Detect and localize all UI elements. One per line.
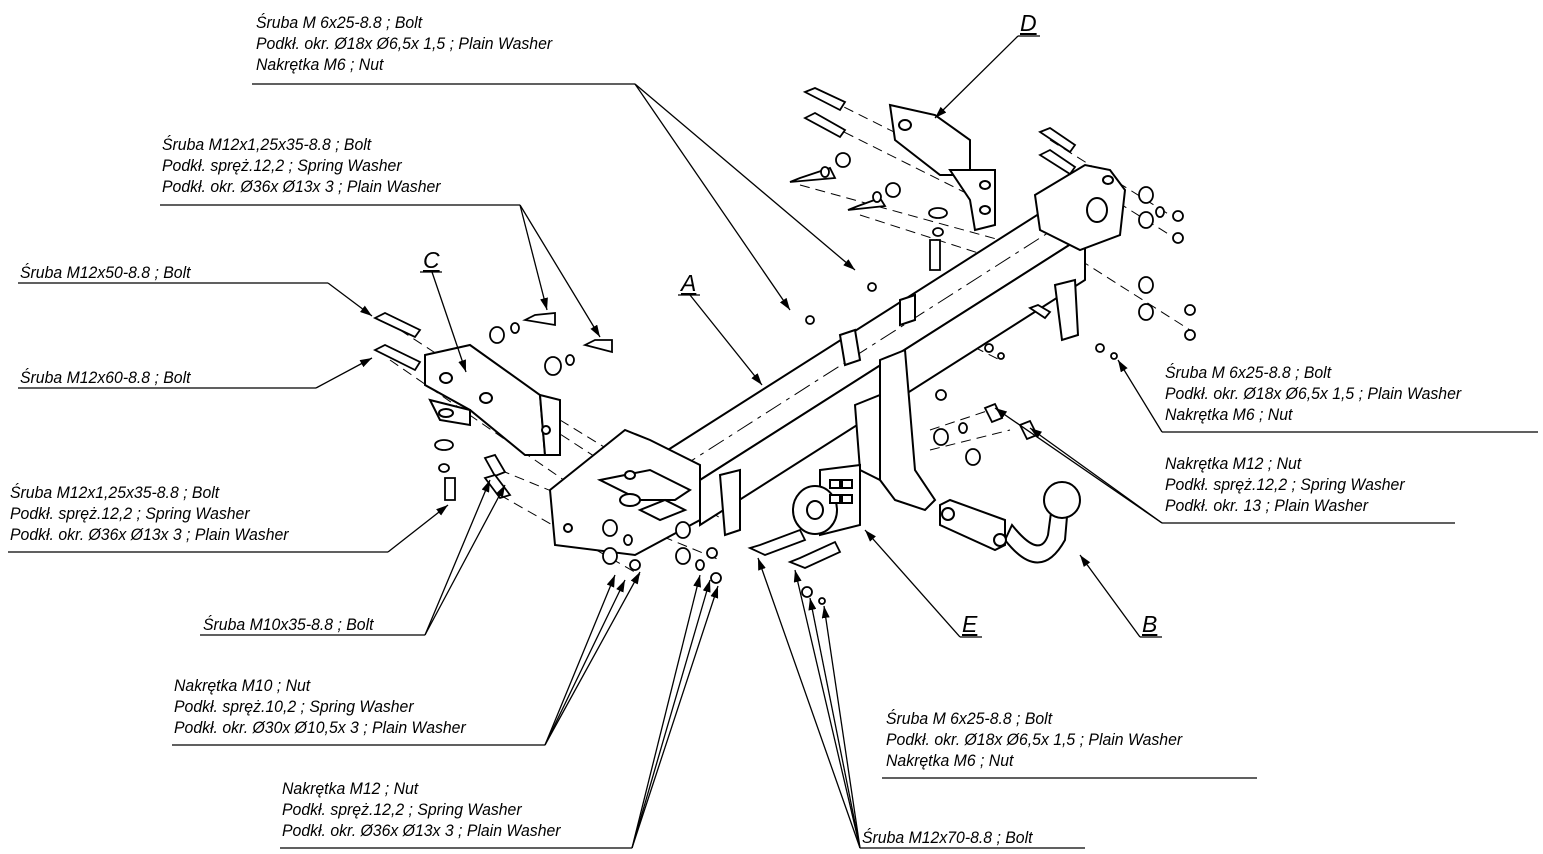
- label-line: Śruba M 6x25-8.8 ; Bolt: [1165, 363, 1332, 382]
- label-bolt-m12x50: Śruba M12x50-8.8 ; Bolt: [20, 262, 190, 283]
- label-line: Śruba M12x60-8.8 ; Bolt: [20, 368, 191, 387]
- label-line: Podkł. spręż.12,2 ; Spring Washer: [1165, 475, 1405, 494]
- label-line: Podkł. okr. Ø18x Ø6,5x 1,5 ; Plain Washe…: [886, 730, 1183, 749]
- part-letter-d: D: [1020, 10, 1037, 36]
- left-end-plate: [548, 428, 741, 557]
- label-line: Nakrętka M12 ; Nut: [1165, 454, 1302, 473]
- label-line: Podkł. okr. Ø18x Ø6,5x 1,5 ; Plain Washe…: [256, 34, 553, 53]
- part-letter-a: A: [681, 270, 697, 296]
- left-bracket-c: [424, 343, 561, 456]
- label-line: Podkł. spręż.12,2 ; Spring Washer: [10, 504, 250, 523]
- label-line: Nakrętka M6 ; Nut: [886, 751, 1014, 770]
- label-nut-m12-bottom: Nakrętka M12 ; Nut Podkł. spręż.12,2 ; S…: [282, 778, 561, 841]
- label-line: Śruba M 6x25-8.8 ; Bolt: [886, 709, 1053, 728]
- label-line: Nakrętka M10 ; Nut: [174, 676, 311, 695]
- right-bracket-d: [888, 103, 996, 232]
- label-line: Nakrętka M6 ; Nut: [1165, 405, 1293, 424]
- electrical-socket-e: [792, 463, 861, 537]
- leader-lines: [8, 35, 1538, 849]
- label-bolt-m12x125-left: Śruba M12x1,25x35-8.8 ; Bolt Podkł. sprę…: [10, 482, 289, 545]
- part-letter-c: C: [423, 247, 440, 273]
- part-letter-b: B: [1142, 611, 1158, 637]
- label-line: Śruba M12x50-8.8 ; Bolt: [20, 263, 191, 282]
- right-end-plate: [1033, 163, 1127, 342]
- label-line: Śruba M 6x25-8.8 ; Bolt: [256, 13, 423, 32]
- label-line: Śruba M10x35-8.8 ; Bolt: [203, 615, 374, 634]
- label-bolt-m6-top: Śruba M 6x25-8.8 ; Bolt Podkł. okr. Ø18x…: [256, 12, 552, 75]
- label-bolt-m10x35: Śruba M10x35-8.8 ; Bolt: [203, 614, 373, 635]
- label-line: Podkł. okr. Ø36x Ø13x 3 ; Plain Washer: [162, 177, 441, 196]
- label-line: Podkł. spręż.12,2 ; Spring Washer: [282, 800, 522, 819]
- label-bolt-m12x70: Śruba M12x70-8.8 ; Bolt: [862, 827, 1032, 848]
- label-line: Nakrętka M12 ; Nut: [282, 779, 419, 798]
- part-letter-e: E: [962, 611, 978, 637]
- towball-b: [939, 481, 1081, 564]
- label-line: Śruba M12x1,25x35-8.8 ; Bolt: [10, 483, 220, 502]
- ball-mount-bracket: [838, 293, 937, 512]
- label-bolt-m6-bottom: Śruba M 6x25-8.8 ; Bolt Podkł. okr. Ø18x…: [886, 708, 1182, 771]
- bolts: [372, 87, 1077, 569]
- label-bolt-m12x125-top: Śruba M12x1,25x35-8.8 ; Bolt Podkł. sprę…: [162, 134, 441, 197]
- label-line: Śruba M12x1,25x35-8.8 ; Bolt: [162, 135, 372, 154]
- label-line: Podkł. spręż.10,2 ; Spring Washer: [174, 697, 414, 716]
- label-bolt-m6-right: Śruba M 6x25-8.8 ; Bolt Podkł. okr. Ø18x…: [1165, 362, 1461, 425]
- label-line: Podkł. okr. Ø18x Ø6,5x 1,5 ; Plain Washe…: [1165, 384, 1462, 403]
- label-line: Podkł. spręż.12,2 ; Spring Washer: [162, 156, 402, 175]
- washers-and-nuts: [434, 152, 1196, 605]
- label-line: Podkł. okr. Ø36x Ø13x 3 ; Plain Washer: [282, 821, 561, 840]
- label-line: Podkł. okr. Ø36x Ø13x 3 ; Plain Washer: [10, 525, 289, 544]
- label-line: Podkł. okr. 13 ; Plain Washer: [1165, 496, 1369, 515]
- label-line: Śruba M12x70-8.8 ; Bolt: [862, 828, 1033, 847]
- label-bolt-m12x60: Śruba M12x60-8.8 ; Bolt: [20, 367, 190, 388]
- label-line: Podkł. okr. Ø30x Ø10,5x 3 ; Plain Washer: [174, 718, 466, 737]
- label-nut-m10: Nakrętka M10 ; Nut Podkł. spręż.10,2 ; S…: [174, 675, 466, 738]
- label-line: Nakrętka M6 ; Nut: [256, 55, 384, 74]
- label-nut-m12-right: Nakrętka M12 ; Nut Podkł. spręż.12,2 ; S…: [1165, 453, 1405, 516]
